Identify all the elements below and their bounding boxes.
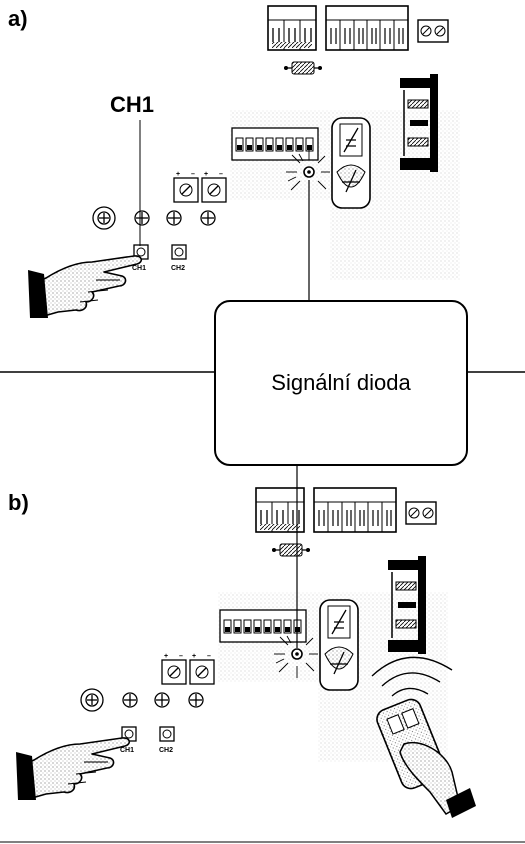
ch1-label-a: CH1	[132, 265, 146, 272]
ch2-label-b: CH2	[159, 747, 173, 754]
remote-control-icon	[371, 656, 476, 818]
ch1-label-b: CH1	[120, 747, 134, 754]
signal-diode-label: Signální dioda	[271, 370, 411, 395]
control-board-a	[27, 5, 461, 319]
panel-label-a: a)	[8, 6, 28, 31]
ch1-callout: CH1	[110, 92, 155, 117]
control-board-b	[15, 487, 449, 801]
panel-label-b: b)	[8, 490, 29, 515]
signal-diode-box: Signální dioda	[214, 300, 468, 466]
ch2-label-a: CH2	[171, 265, 185, 272]
